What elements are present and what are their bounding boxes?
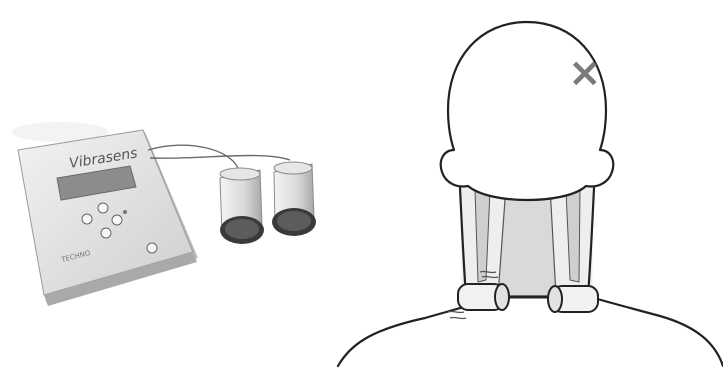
vibrator-left bbox=[220, 168, 264, 244]
neck-vibrator-right bbox=[548, 286, 598, 312]
power-icon bbox=[147, 243, 157, 253]
left-arrow-icon bbox=[82, 214, 92, 224]
cables bbox=[148, 145, 290, 168]
vibrator-right bbox=[272, 162, 316, 236]
right-arrow-icon bbox=[112, 215, 122, 225]
neck-vibrator-left bbox=[458, 284, 509, 310]
target-x-mark: × bbox=[568, 50, 602, 96]
control-unit: Vibrasens TECHNO bbox=[18, 130, 198, 306]
shoulders bbox=[338, 294, 723, 366]
head-neck-drawing: × bbox=[330, 0, 723, 369]
device-illustration: Vibrasens TECHNO bbox=[0, 0, 340, 369]
down-arrow-icon bbox=[101, 228, 111, 238]
head bbox=[441, 22, 614, 200]
device-photo: Vibrasens TECHNO bbox=[0, 0, 340, 369]
neck-illustration: × bbox=[330, 0, 723, 369]
up-arrow-icon bbox=[98, 203, 108, 213]
